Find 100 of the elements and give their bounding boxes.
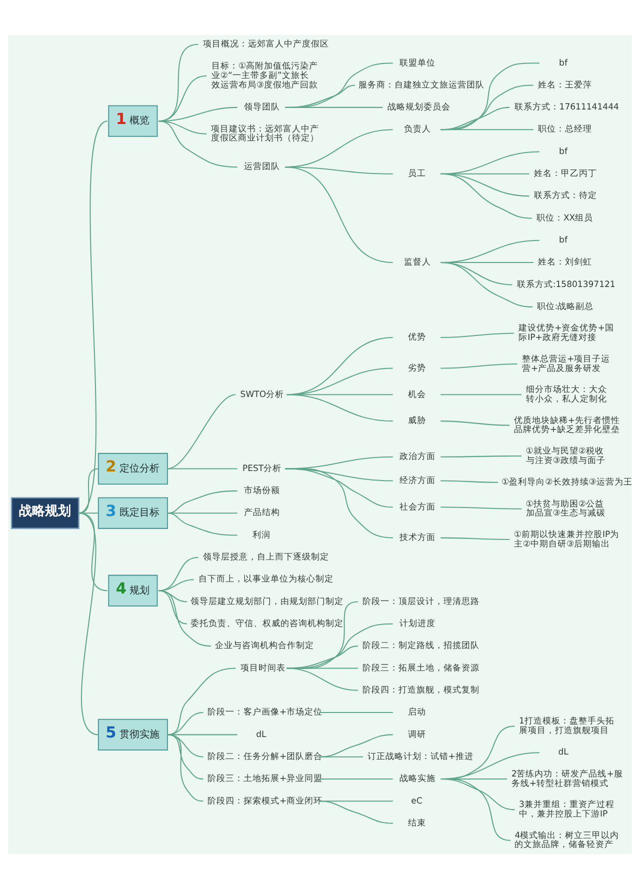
node-text: 职位:战略副总 [536,302,594,312]
node-text: 战略实施 [400,774,436,784]
node-text: 领导层授意，自上而下逐级制定 [202,552,329,563]
node-box: 1 概览 [108,105,158,137]
connector [319,734,393,758]
node-text: 整体总营运+项目子运营+产品及服务研发 [522,354,610,374]
node-text: 联系方式：待定 [534,191,597,202]
node-text: 姓名：刘剑虹 [538,258,592,268]
connector [285,468,393,538]
connector [286,668,358,669]
node-text: 联系方式：17611141444 [514,102,619,113]
connector [158,556,198,592]
node-text: 负责人 [404,124,431,135]
node-text: SWTO分析 [240,390,284,400]
node-text: 计划进度 [400,619,436,630]
node-text: bf [559,146,568,157]
connector [167,734,204,802]
connector [78,120,108,514]
node-text: bf [559,236,568,246]
node-text: 服务商：自建独立文旅运营团队 [358,80,484,90]
connector [78,512,98,514]
node-text: PEST分析 [242,464,282,474]
connector [158,579,194,592]
node-text: 项目时间表 [240,663,286,674]
node-text: ①盈利导向②长效持续③运营为王 [502,478,632,488]
node-text: 4模式输出：树立三甲以内的文旅品牌，储备轻资产 [514,830,620,850]
node-text: 劣势 [408,363,426,374]
node-text: 姓名：甲乙丙丁 [534,169,597,180]
node-text: 项目建议书：远郊富人中产度假区商业计划书（待定） [210,124,319,144]
node-text: 社会方面 [400,502,436,512]
node-box: 2 定位分析 [98,452,168,485]
node-box: 3 既定目标 [98,497,168,529]
node-text: 领导团队 [244,102,280,113]
connector [167,394,236,470]
connector [440,480,498,483]
connector [167,734,238,736]
connector [286,646,358,669]
connector [78,512,108,592]
node-text: 监督人 [404,258,431,268]
node-box: 4 规划 [108,574,158,607]
connector [440,129,534,130]
node-text: 细分市场壮大：大众转小众，私人定制化 [526,385,607,404]
node-text: 调研 [408,730,426,740]
connector [440,537,510,540]
connector [440,506,522,510]
connector [440,332,514,338]
node-text: 企业与咨询机构合作制定 [215,641,314,652]
connector [285,106,383,108]
node-text: 姓名：王爱萍 [538,80,592,90]
node-text: ①前期以快速兼并控股IP为主②中期自研③后期输出 [514,530,620,550]
connector [440,262,533,308]
node-text: 技术方面 [400,532,436,543]
node-text: 目标：①高附加值低污染产业②“一主带多副”文旅长效运营布局③度假地产回款 [211,62,318,90]
node-text: 阶段四：打造旗舰，模式复制 [362,686,480,696]
node-text: 1打造模板：盘整手头拓展项目，打造旗舰项目 [518,716,614,736]
connector [158,120,207,134]
node-text: 利润 [252,530,271,540]
node-text: 产品结构 [244,508,280,518]
node-text: 优质地块缺稀+先行者惯性品牌优势+缺乏差异化壁垒 [514,416,620,436]
connector [167,468,238,470]
node-text: 优势 [408,332,426,343]
node-text: 领导层建立规划部门，由规划部门制定 [190,596,344,607]
node-text: 3兼并重组：重资产过程中，兼并控股上下游IP [518,800,614,820]
connector [319,778,393,780]
node-text: 机会 [408,390,426,400]
node-text: 联系方式:15801397121 [516,280,616,290]
node-text: 威胁 [408,416,426,426]
connector [158,590,188,624]
connector [285,62,393,108]
node-text: ①扶贫与助困②公益加品宣③生态与减碳 [526,499,606,519]
connector [440,778,511,841]
connector [440,456,522,458]
node-box: 5 贯彻实施 [98,718,168,751]
connector [319,712,393,714]
connector [285,456,393,470]
node-box: 战略规划 [10,497,80,530]
connector [319,800,393,824]
node-text: 阶段三：拓展土地，储备资源 [362,663,480,674]
connector [319,756,364,758]
connector [440,363,518,369]
node-text: 阶段二：任务分解+团队磨合 [208,752,323,762]
node-text: 项目概况：远郊富人中产度假区 [202,40,329,50]
node-text: 战略规划委员会 [387,102,450,113]
node-text: dL [558,748,568,758]
node-text: 订正战略计划：试错+推进 [367,752,474,762]
node-text: 联盟单位 [400,58,436,68]
connector [440,420,510,426]
node-text: 阶段四：探索模式+商业闭环 [208,796,323,806]
connector [286,394,393,422]
node-text: 2苦练内功：研发产品线+服务线+转型社群营销模式 [511,769,623,789]
node-text: eC [411,796,422,806]
connector [158,590,211,647]
connector [158,120,238,168]
node-text: 市场份额 [244,486,280,496]
node-text: 职位：XX组员 [536,213,594,224]
connector [78,512,99,736]
connector [167,512,238,536]
node-text: 政治方面 [400,452,436,462]
node-text: ①就业与民望②税收与注资③政绩与面子 [526,446,606,466]
connector [167,734,204,780]
